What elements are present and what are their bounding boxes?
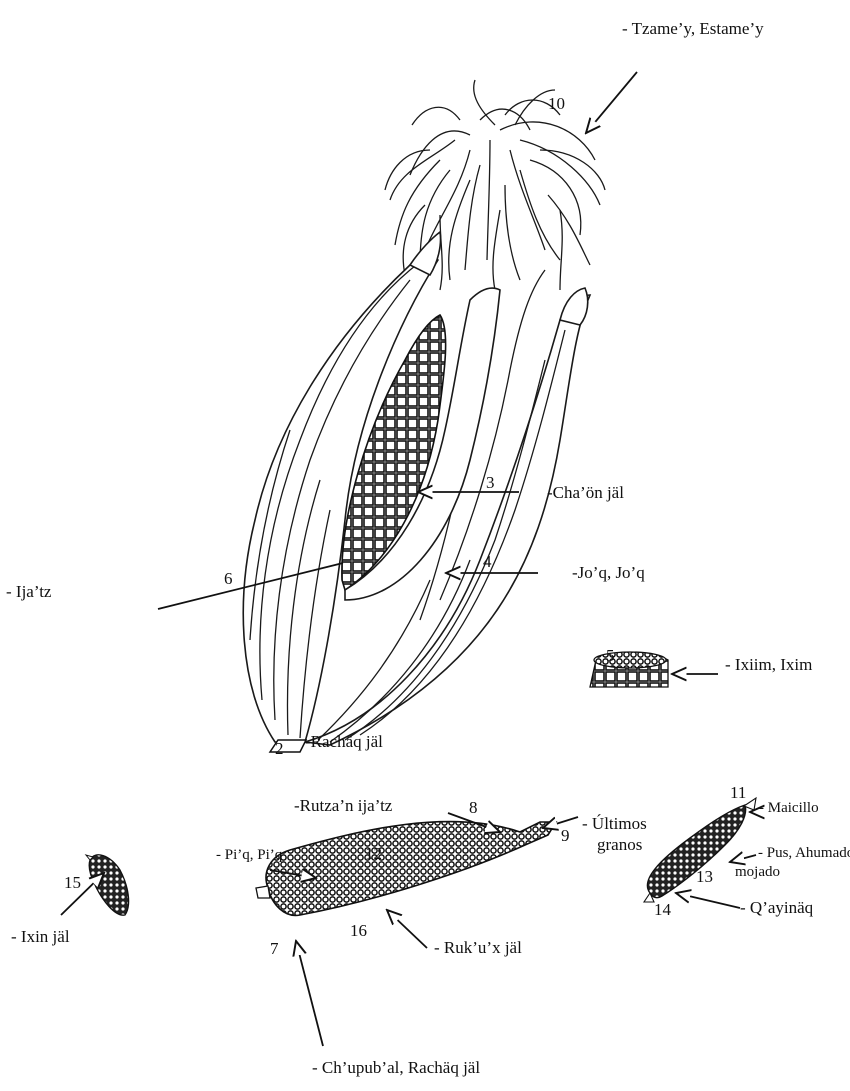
husk-tip-right [560, 288, 588, 325]
number-4: 4 [483, 552, 492, 571]
number-6: 6 [224, 569, 233, 588]
shelled-ear [256, 822, 556, 916]
label-qayinaq: - Q’ayinäq [740, 898, 814, 917]
label-tzamey: - Tzame’y, Estame’y [622, 19, 764, 38]
label-mojado: mojado [735, 864, 780, 880]
number-16: 16 [350, 921, 367, 940]
label-ixiim: - Ixiim, Ixim [725, 655, 812, 674]
leader-16 [387, 910, 427, 948]
number-12: 12 [365, 844, 382, 863]
small-ear-right [644, 798, 756, 902]
number-14: 14 [654, 900, 672, 919]
number-3: 3 [486, 473, 495, 492]
label-pus: - Pus, Ahumado/ [758, 845, 850, 861]
label-ultimos: - Últimos [582, 814, 647, 833]
number-11: 11 [730, 783, 746, 802]
number-7: 7 [270, 939, 279, 958]
label-chaon-jal: -Cha’ön jäl [547, 483, 624, 502]
leader-14 [676, 893, 740, 908]
label-granos: granos [597, 835, 642, 854]
leader-13 [730, 855, 756, 862]
label-ixin-jal: - Ixin jäl [11, 927, 70, 946]
number-5: 5 [606, 646, 615, 665]
label-rukux-jal: - Ruk’u’x jäl [434, 938, 522, 957]
kernel-pile [590, 652, 668, 687]
label-maicillo: - Maicillo [759, 800, 819, 816]
leader-10 [586, 72, 637, 133]
number-10: 10 [548, 94, 565, 113]
label-rachaq-jal: -Rachäq jäl [305, 732, 383, 751]
number-15: 15 [64, 873, 81, 892]
label-rutzan-ijatz: -Rutza’n ija’tz [294, 796, 393, 815]
corn-ear-illustration [243, 80, 605, 752]
leader-7 [296, 941, 323, 1046]
label-chupubal: - Ch’upub’al, Rachäq jäl [312, 1058, 480, 1077]
label-joq: -Jo’q, Jo’q [572, 563, 645, 582]
number-8: 8 [469, 798, 478, 817]
number-2: 2 [275, 739, 284, 758]
number-13: 13 [696, 867, 713, 886]
label-piq: - Pi’q, Pi’q [216, 847, 283, 863]
number-9: 9 [561, 826, 570, 845]
label-ijatz: - Ija’tz [6, 582, 52, 601]
